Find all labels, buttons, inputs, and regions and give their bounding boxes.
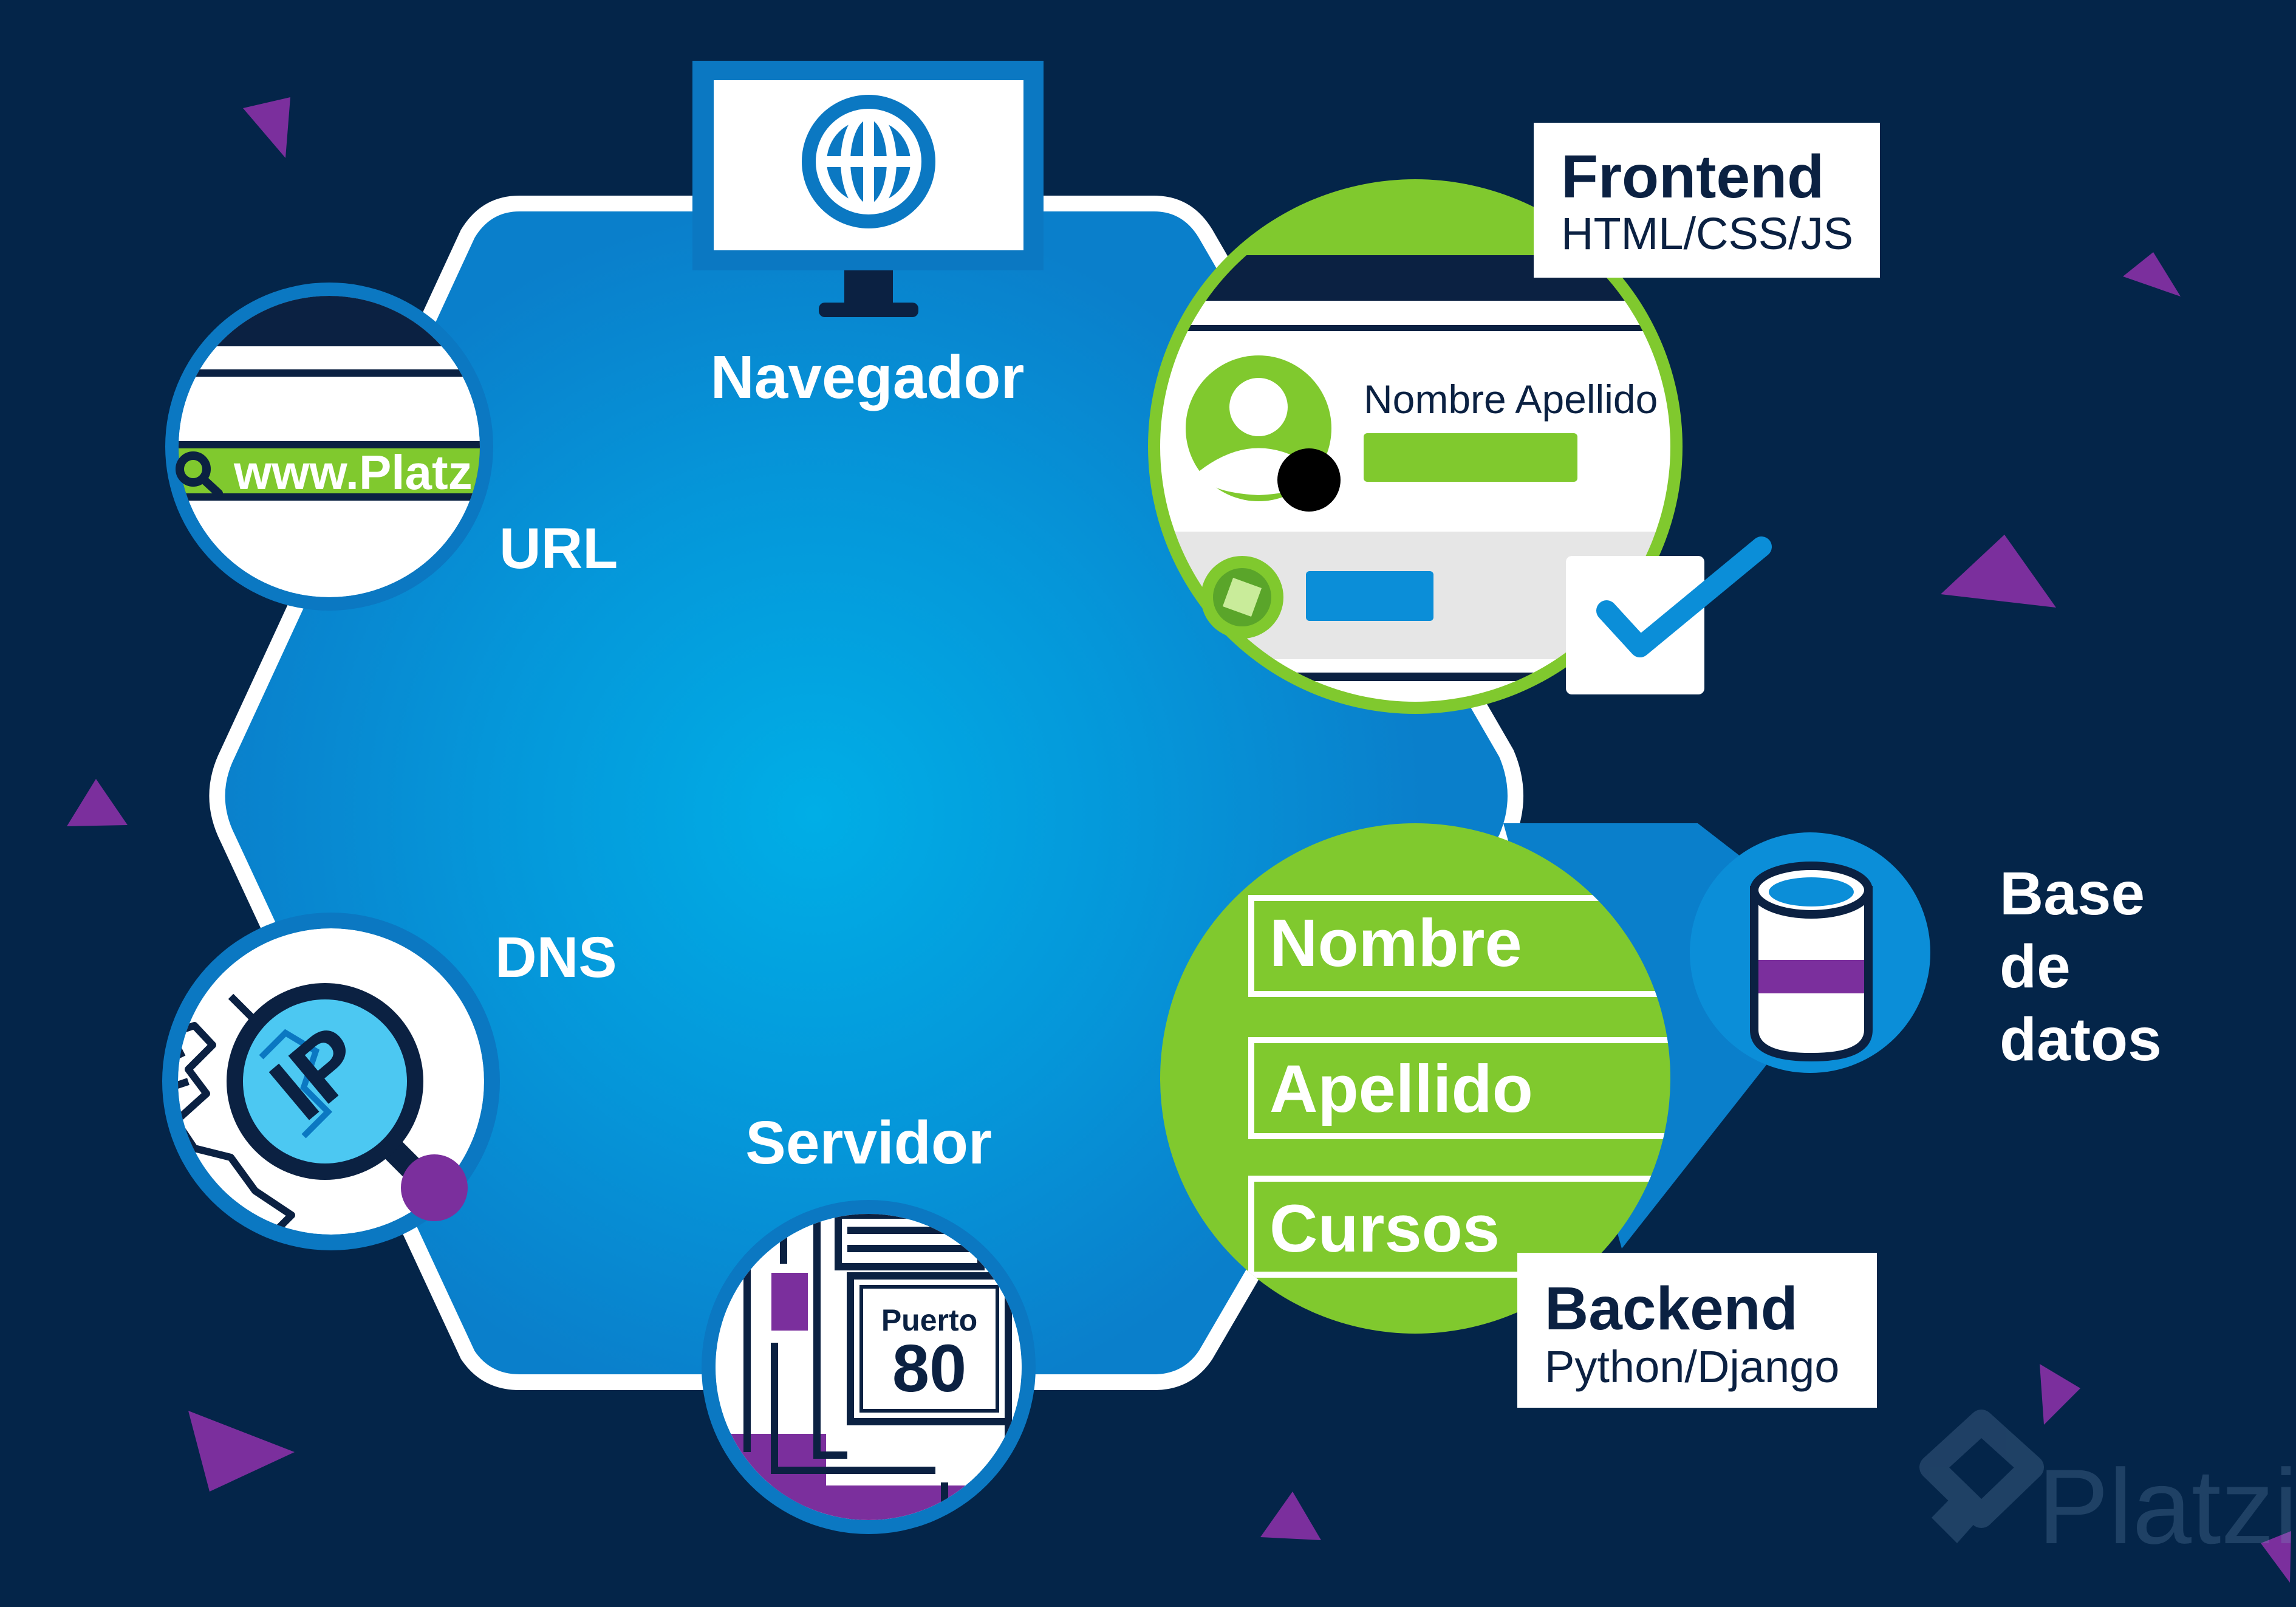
backend-node: Nombre Apellido Cursos Backend Python/Dj… — [1160, 823, 1877, 1408]
backend-field: Nombre — [1269, 906, 1522, 981]
port-label: Puerto — [881, 1303, 977, 1337]
magnifier-icon — [227, 983, 468, 1221]
backend-subtitle: Python/Django — [1545, 1341, 1839, 1392]
port-number: 80 — [892, 1331, 966, 1406]
decorative-triangles — [67, 97, 2291, 1583]
frontend-label-box — [1534, 123, 1880, 278]
database-label: datos — [2000, 1006, 2162, 1074]
backend-field: Apellido — [1269, 1052, 1533, 1126]
database-icon — [1750, 862, 1873, 1062]
field-box-2 — [1248, 1037, 1670, 1139]
address-bar[interactable] — [161, 448, 516, 493]
field-box-1 — [1248, 895, 1670, 997]
field-box-3 — [1248, 1176, 1670, 1278]
monitor-stand — [819, 303, 918, 317]
globe-icon — [802, 95, 935, 228]
triangle — [1941, 535, 2056, 608]
triangle — [188, 1411, 295, 1492]
platzi-logo-icon — [1919, 1410, 2044, 1543]
url-node: www.Platz URL — [161, 283, 618, 611]
browser-node: Navegador — [692, 61, 1044, 411]
backend-circle — [1160, 823, 1670, 1334]
watermark-text: Platzi — [2038, 1448, 2296, 1566]
triangle — [2123, 252, 2181, 296]
checkbox-check-icon[interactable] — [1566, 536, 1772, 694]
watermark: Platzi — [1919, 1410, 2296, 1566]
url-label: URL — [499, 516, 618, 581]
browser-label: Navegador — [711, 343, 1025, 411]
triangle — [243, 97, 290, 158]
database-label: Base — [2000, 860, 2145, 928]
action-button[interactable] — [1306, 571, 1433, 621]
frontend-title: Frontend — [1561, 143, 1824, 211]
dns-node: IP DNS — [162, 913, 617, 1250]
server-label: Servidor — [745, 1109, 992, 1177]
monitor-neck — [844, 270, 893, 304]
frontend-subtitle: HTML/CSS/JS — [1561, 208, 1853, 259]
database-node: Base de datos — [1690, 832, 2162, 1074]
triangle — [2261, 1531, 2291, 1583]
triangle — [2040, 1364, 2080, 1425]
user-avatar-icon — [1186, 355, 1341, 512]
django-badge-icon — [1201, 556, 1283, 639]
dns-label: DNS — [495, 925, 617, 990]
search-icon — [176, 451, 223, 498]
triangle — [67, 779, 128, 826]
profile-name: Nombre Apellido — [1364, 377, 1658, 422]
frontend-node: Nombre Apellido Frontend HTML/CSS/JS — [1148, 123, 1880, 714]
backend-field: Cursos — [1269, 1191, 1500, 1266]
triangle — [1260, 1492, 1321, 1540]
address-text: www.Platz — [233, 445, 473, 499]
database-label: de — [2000, 933, 2071, 1001]
name-field-bar — [1364, 433, 1577, 482]
backend-label-box — [1517, 1253, 1877, 1408]
backend-title: Backend — [1545, 1275, 1798, 1343]
